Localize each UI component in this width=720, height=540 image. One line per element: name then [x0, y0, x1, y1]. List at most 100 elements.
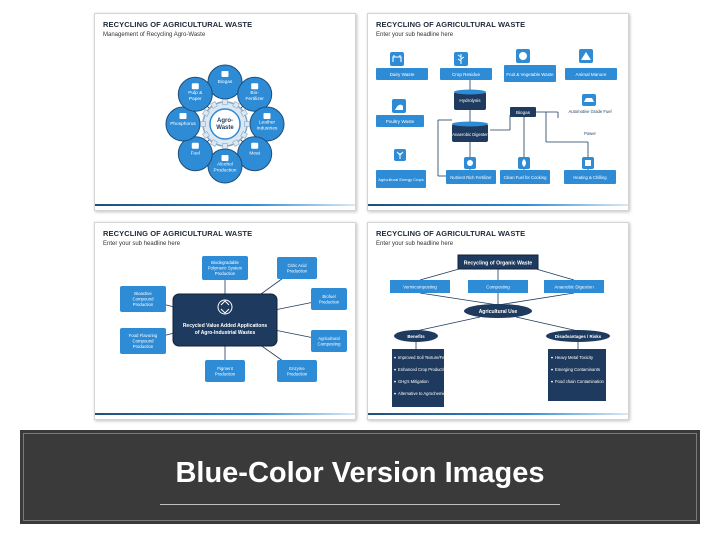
- application-label: Production: [133, 344, 154, 349]
- poultry-box: [376, 115, 424, 127]
- bullet-item: Improved Soil Texture/Fertility: [398, 355, 454, 360]
- gear-tooth: [232, 139, 240, 147]
- bullet-item: Alternative to Agrochemicals: [398, 391, 451, 396]
- source-crop-box: [440, 68, 492, 80]
- organic-waste-tree-diagram: Recycling of Organic Waste Vermicomposti…: [390, 254, 610, 407]
- slide-thumbnail-2[interactable]: RECYCLING OF AGRICULTURAL WASTE Enter yo…: [367, 13, 629, 211]
- application-label: Biofuel: [322, 294, 335, 299]
- output-crops-box: [376, 170, 426, 188]
- gear-tooth: [222, 143, 228, 149]
- source-manure-label: Animal Manure: [576, 72, 607, 77]
- petal-label: Industries: [257, 126, 278, 132]
- disadvantages-list-box: [548, 349, 606, 401]
- biogas-label: Biogas: [516, 110, 531, 115]
- auto-fuel-label: Automotive Grade Fuel: [568, 109, 611, 114]
- bullet-dot: [551, 368, 553, 371]
- application-label: Composting: [318, 341, 342, 346]
- slide-subtitle: Management of Recycling Agro-Waste: [103, 32, 206, 38]
- application-label: Compound: [132, 339, 154, 344]
- gas-cylinder-icon: [221, 71, 229, 77]
- gear-tooth: [222, 99, 228, 105]
- method-vermicomposting-label: Vermicomposting: [403, 285, 437, 290]
- petal-7: Pulp &Paper: [177, 76, 213, 112]
- banner-divider: [160, 504, 560, 505]
- petal-6: Phosphorus: [165, 106, 201, 142]
- slide-title: RECYCLING OF AGRICULTURAL WASTE: [103, 20, 253, 29]
- slide-thumbnail-4[interactable]: RECYCLING OF AGRICULTURAL WASTE Enter yo…: [367, 222, 629, 420]
- bullet-dot: [551, 356, 553, 359]
- slide-footer-bar: [95, 413, 355, 415]
- petal-label: Production: [214, 168, 237, 174]
- disadvantages-ellipse: [546, 330, 610, 342]
- bullet-dot: [394, 392, 396, 395]
- petal-label: Meat: [249, 151, 260, 157]
- plant-icon: [394, 149, 406, 161]
- output-fertilizer-box: [446, 170, 496, 184]
- center-label-line1: Recycled Value Added Applications: [183, 323, 268, 329]
- slide-subtitle: Enter your sub headline here: [376, 32, 454, 38]
- biogas-flow-diagram: Dairy Waste Crop Residue Fruit & Vegetab…: [376, 49, 617, 188]
- root-label: Recycling of Organic Waste: [464, 261, 533, 267]
- slide-subtitle: Enter your sub headline here: [376, 241, 454, 247]
- petal-label: Fertilizer: [246, 96, 265, 102]
- bullet-item: Heavy Metal Toxicity: [555, 355, 594, 360]
- bullet-item: Emerging Contaminants: [555, 367, 600, 372]
- slide-footer-bar: [368, 413, 628, 415]
- application-label: Biodegradable: [211, 260, 239, 265]
- petal-1: Bio-Fertilizer: [237, 76, 273, 112]
- method-composting-box: [468, 280, 528, 293]
- car-icon: [582, 94, 596, 106]
- paper-stack-icon: [191, 83, 199, 90]
- slide-thumbnail-3[interactable]: RECYCLING OF AGRICULTURAL WASTE Enter yo…: [94, 222, 356, 420]
- gear-tooth: [244, 121, 250, 127]
- petal-label: Leather: [259, 120, 276, 126]
- source-dairy-box: [376, 68, 428, 80]
- anaerobic-digester-tank: [452, 124, 488, 142]
- heater-icon: [582, 157, 594, 169]
- petal-3: Meat: [237, 136, 273, 172]
- benefits-list-box: [392, 349, 444, 407]
- bullet-dot: [394, 356, 396, 359]
- root-box: [457, 254, 539, 270]
- agricultural-use-ellipse: [464, 304, 532, 318]
- slide-title: RECYCLING OF AGRICULTURAL WASTE: [103, 229, 253, 238]
- atom-icon: [179, 113, 187, 119]
- benefits-title: Benefits: [407, 334, 425, 339]
- bullet-item: Enhanced Crop Productivity: [398, 367, 451, 372]
- leather-hide-icon: [263, 113, 271, 119]
- application-label: Food Flavoring: [129, 333, 158, 338]
- petal-label: Biogas: [218, 79, 233, 85]
- application-label: Production: [319, 299, 340, 304]
- application-label: Production: [287, 268, 308, 273]
- rooster-icon: [392, 99, 406, 113]
- slide-title: RECYCLING OF AGRICULTURAL WASTE: [376, 229, 526, 238]
- version-banner: Blue-Color Version Images: [20, 430, 700, 524]
- application-label: Polymeric System: [208, 266, 243, 271]
- method-anaerobic-label: Anaerobic Digestion: [554, 285, 594, 290]
- application-label: Compound: [132, 297, 154, 302]
- application-label: Production: [215, 271, 236, 276]
- fruit-basket-icon: [516, 49, 530, 63]
- recycle-icon: [217, 299, 233, 315]
- bullet-dot: [394, 368, 396, 371]
- output-crops-label: Agricultural Energy Crops: [378, 177, 424, 182]
- petal-label: Bio-: [250, 90, 259, 96]
- slide-footer-bar: [368, 204, 628, 206]
- source-dairy-label: Dairy Waste: [390, 72, 415, 77]
- banner-frame: [23, 433, 697, 521]
- petal-label: Fuel: [191, 151, 200, 157]
- output-heating-box: [564, 170, 616, 184]
- petal-0: Biogas: [207, 64, 243, 100]
- slide-thumbnail-1[interactable]: RECYCLING OF AGRICULTURAL WASTE Manageme…: [94, 13, 356, 211]
- fuel-pump-icon: [191, 142, 199, 149]
- gear-tooth: [210, 101, 218, 109]
- method-composting-label: Composting: [486, 285, 510, 290]
- petal-5: Fuel: [177, 136, 213, 172]
